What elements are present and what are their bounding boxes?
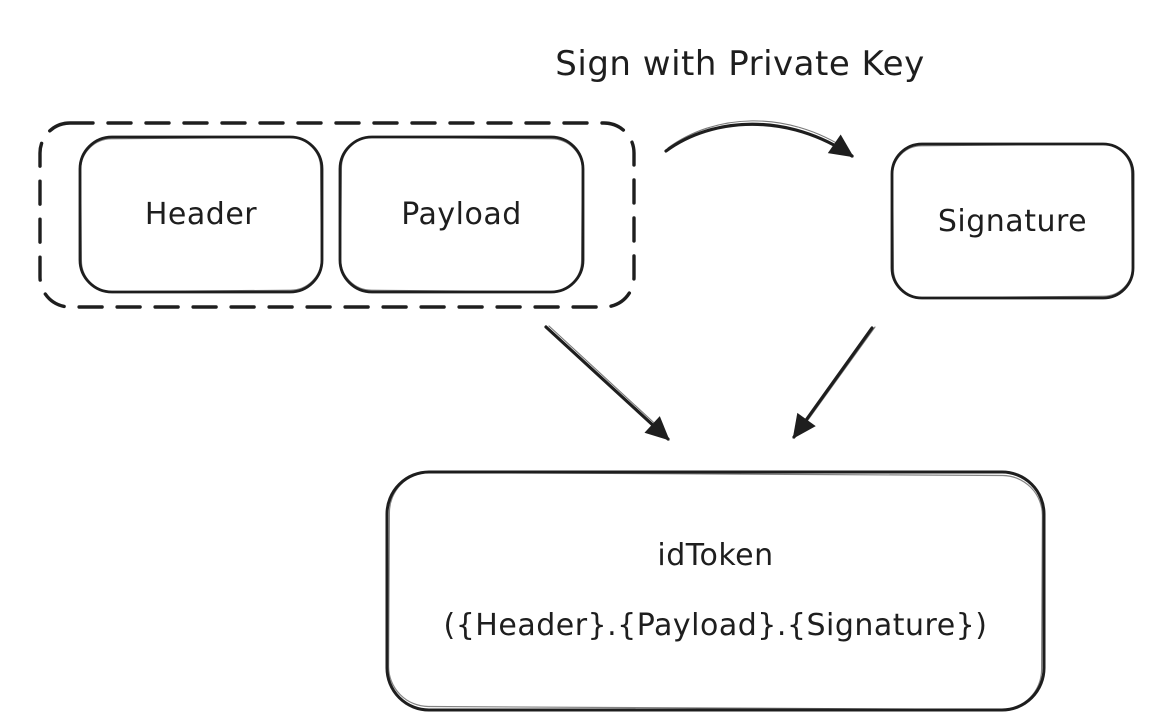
payload-box [338,135,585,294]
signature-box [890,142,1135,300]
idtoken-box [385,470,1046,712]
arrow-sign-to-signature [664,120,854,158]
arrow-signature-to-idtoken [792,326,876,439]
jwt-dashed-container [38,121,636,309]
arrow-group-to-idtoken [544,325,670,441]
header-box [78,135,324,294]
